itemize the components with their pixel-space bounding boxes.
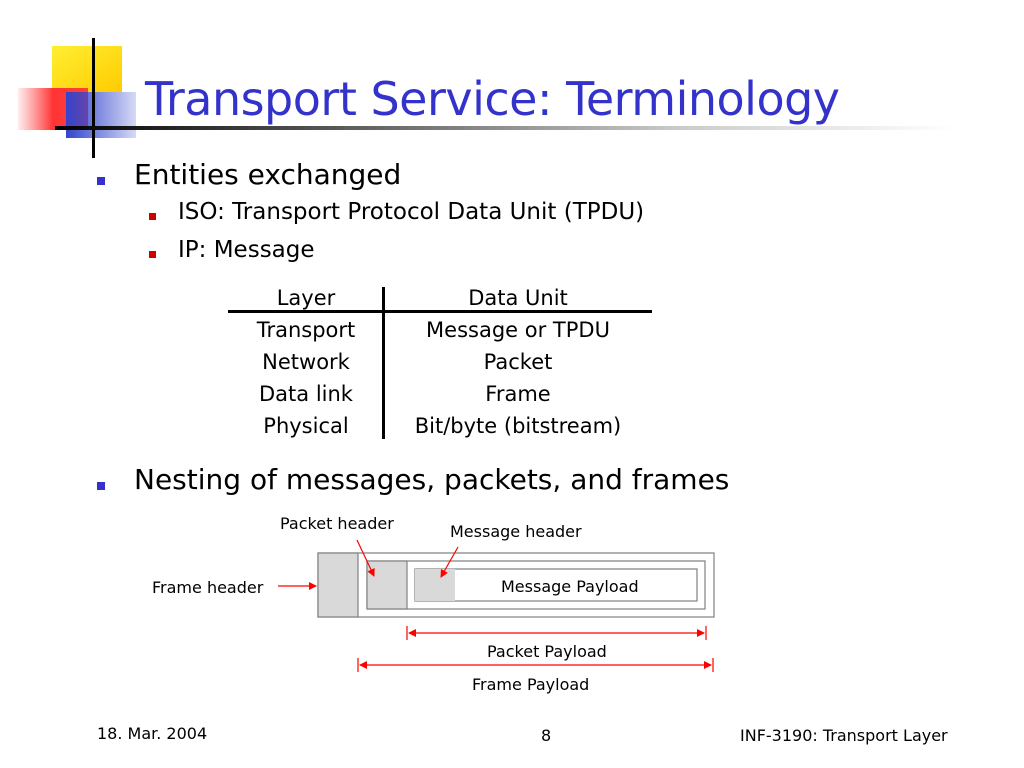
bullet-nesting: Nesting of messages, packets, and frames — [134, 463, 730, 496]
table-column-divider — [382, 287, 385, 439]
table-cell: Network — [262, 350, 350, 374]
slide-logo — [18, 38, 136, 158]
footer-page-number: 8 — [541, 726, 552, 745]
sub-bullet-marker — [149, 251, 156, 258]
title-underline — [55, 126, 955, 130]
frame-header-label: Frame header — [152, 578, 264, 597]
footer-course: INF-3190: Transport Layer — [740, 726, 948, 745]
logo-vertical-line — [92, 38, 95, 158]
message-header-block — [415, 569, 455, 601]
bullet-marker — [97, 177, 105, 185]
table-row: Physical Bit/byte (bitstream) — [228, 411, 652, 443]
table-row: Data link Frame — [228, 379, 652, 411]
table-row: Transport Message or TPDU — [228, 315, 652, 347]
table-cell: Transport — [256, 318, 356, 342]
table-header-layer: Layer — [276, 286, 336, 310]
frame-payload-label: Frame Payload — [472, 675, 590, 694]
logo-blue-square — [66, 92, 136, 138]
table-cell: Packet — [483, 350, 553, 374]
bullet-marker — [97, 482, 105, 490]
packet-payload-label: Packet Payload — [487, 642, 607, 661]
message-header-label: Message header — [450, 522, 582, 541]
packet-header-block — [366, 560, 408, 610]
packet-header-arrow — [356, 539, 375, 577]
message-header-arrow — [440, 546, 459, 578]
logo-yellow-square — [52, 46, 122, 92]
message-box — [414, 568, 698, 602]
layer-data-unit-table: Layer Data Unit Transport Message or TPD… — [228, 283, 652, 443]
slide-title: Transport Service: Terminology — [145, 72, 840, 126]
table-row: Network Packet — [228, 347, 652, 379]
frame-header-block — [317, 552, 359, 618]
table-cell: Message or TPDU — [426, 318, 610, 342]
bullet-entities-exchanged: Entities exchanged — [134, 158, 402, 191]
table-header-data-unit: Data Unit — [468, 286, 568, 310]
packet-header-label: Packet header — [280, 514, 394, 533]
message-payload-label: Message Payload — [501, 577, 639, 596]
table-cell: Bit/byte (bitstream) — [414, 414, 622, 438]
sub-bullet-marker — [149, 213, 156, 220]
sub-bullet-iso: ISO: Transport Protocol Data Unit (TPDU) — [178, 199, 645, 225]
footer-date: 18. Mar. 2004 — [97, 724, 208, 743]
table-cell: Data link — [259, 382, 353, 406]
table-header-row: Layer Data Unit — [228, 283, 652, 315]
table-cell: Frame — [485, 382, 551, 406]
sub-bullet-ip: IP: Message — [178, 237, 315, 263]
table-cell: Physical — [263, 414, 349, 438]
table-header-divider — [228, 310, 652, 313]
